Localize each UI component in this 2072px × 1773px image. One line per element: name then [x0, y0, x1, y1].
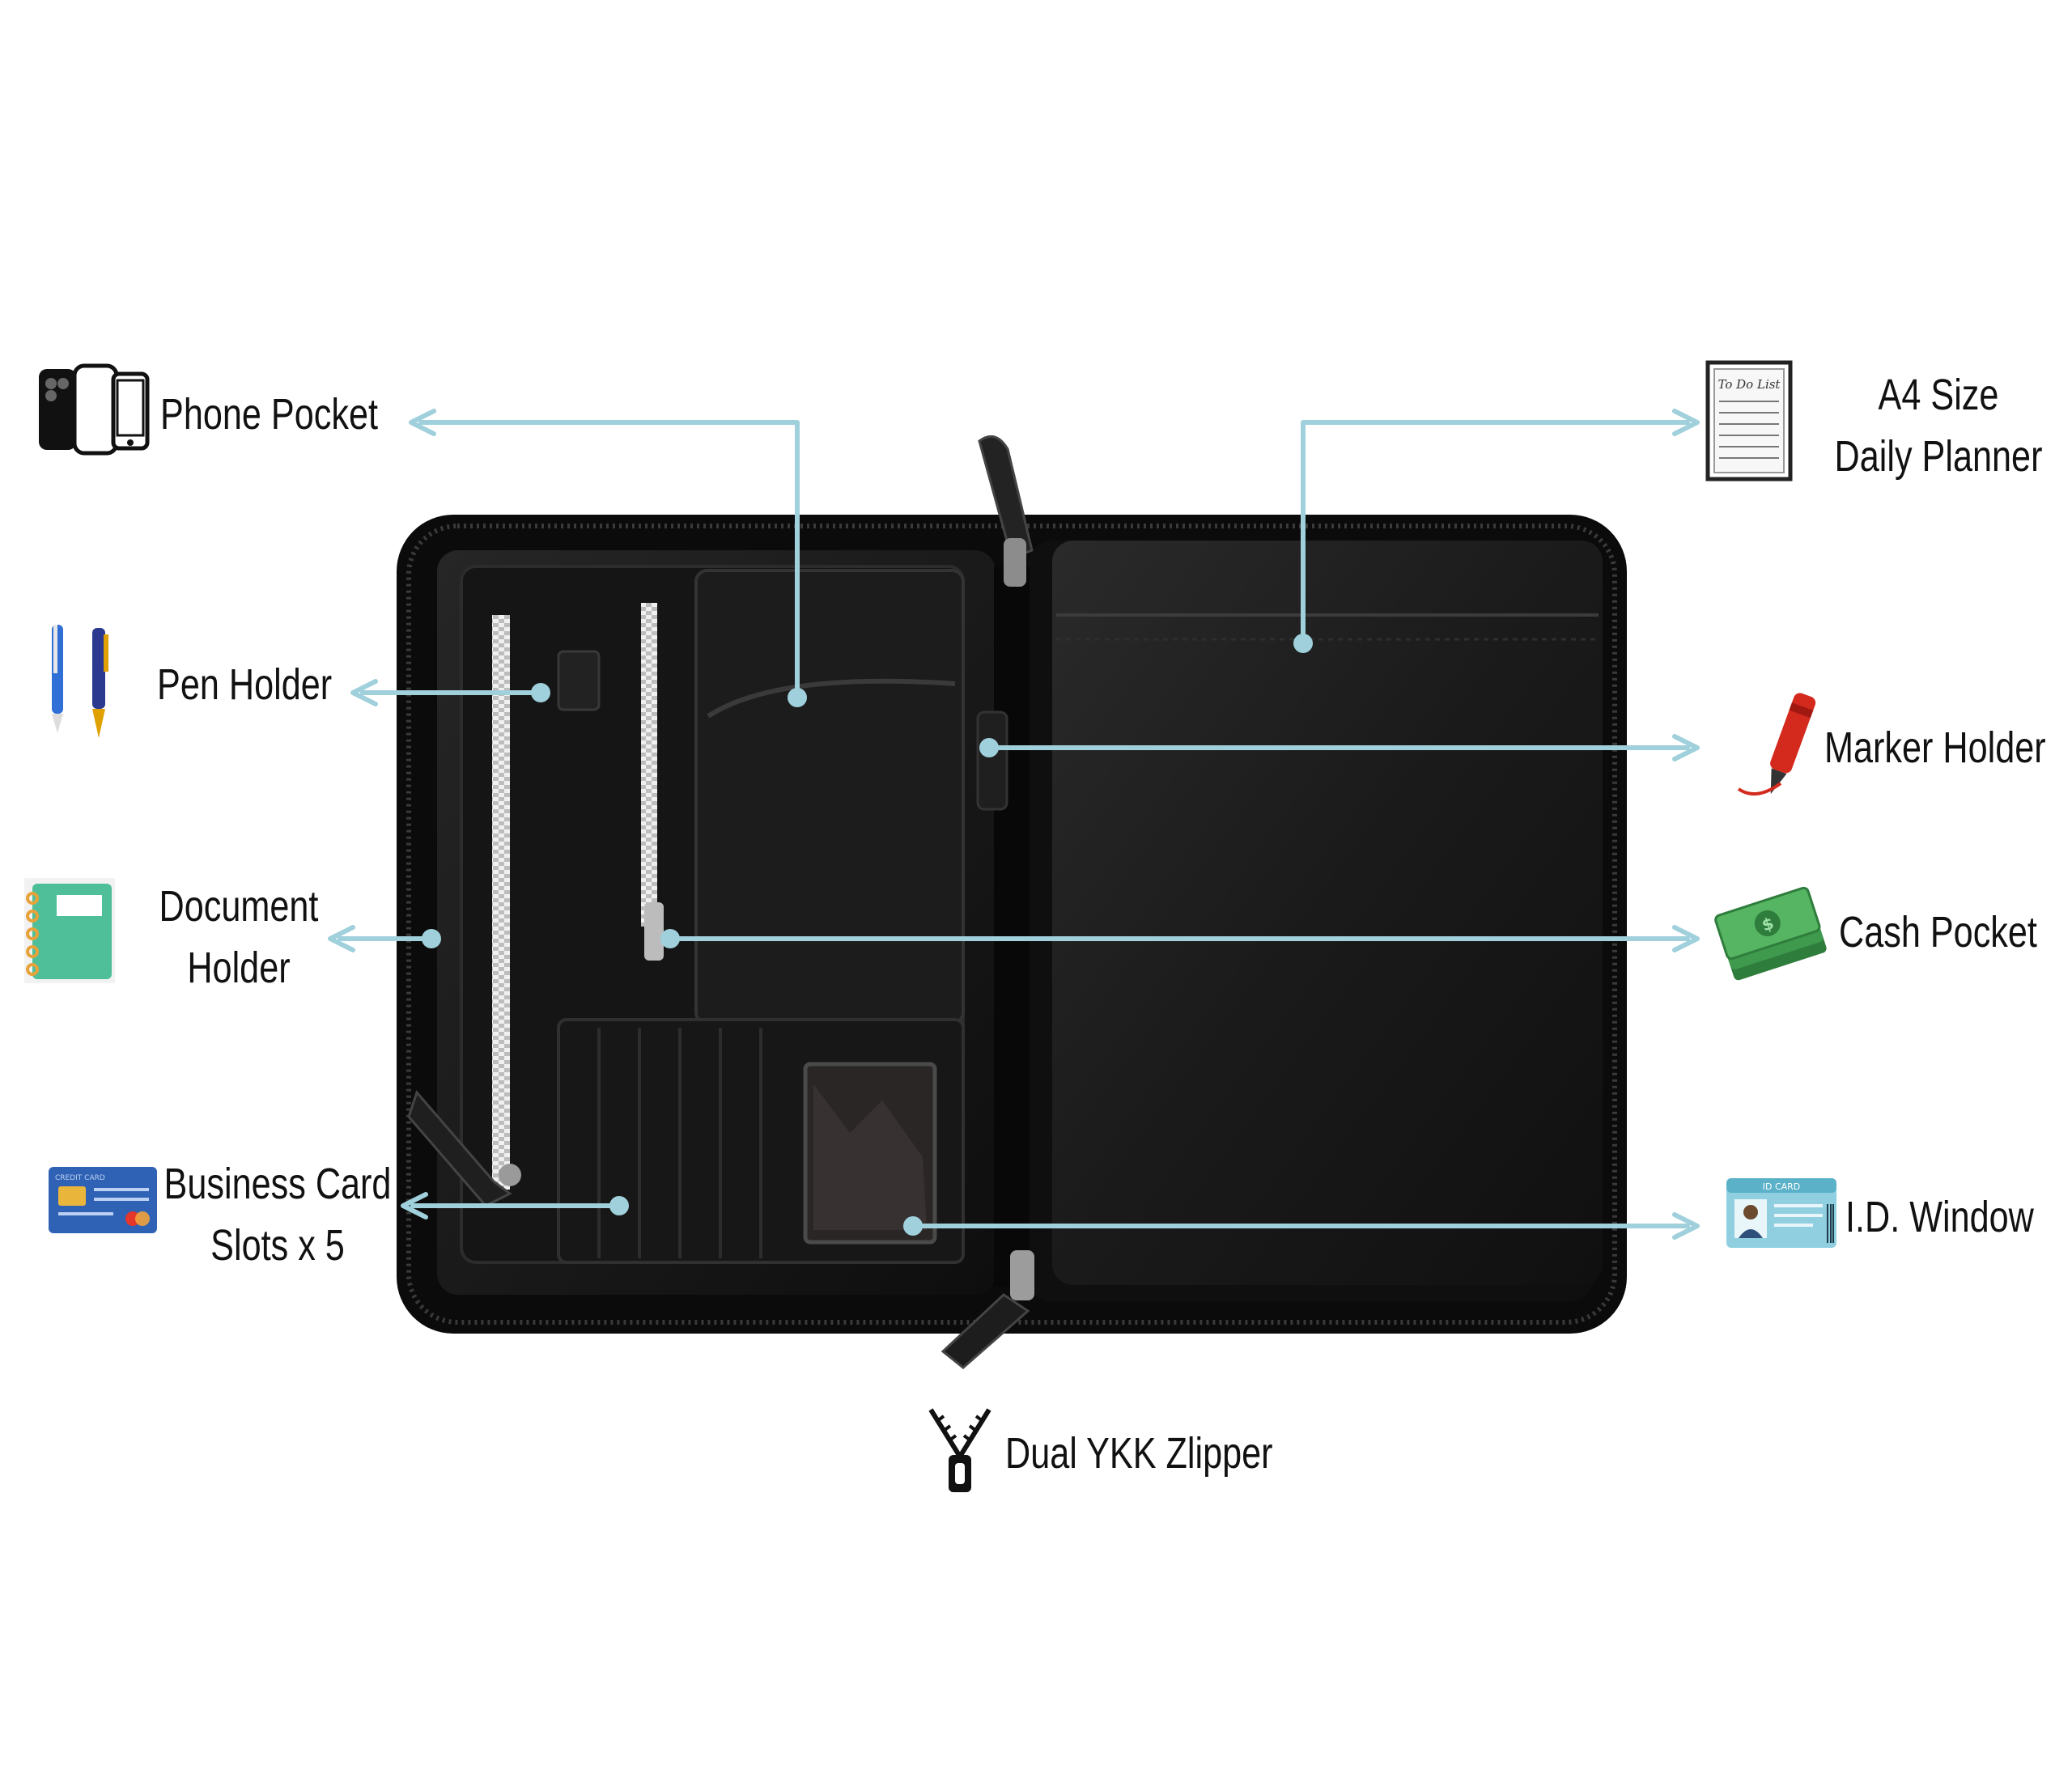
anchor-dots: [422, 634, 1313, 1236]
top-zipper-pull: [978, 435, 1034, 561]
phones-icon: [39, 363, 150, 456]
id-card-text: ID CARD: [1763, 1181, 1801, 1192]
document-holder-line2: Holder: [187, 944, 291, 992]
a4-planner-line1: A4 Size: [1878, 371, 1999, 419]
todo-list-text: To Do List: [1718, 377, 1781, 392]
card-slot-lines: [597, 1028, 762, 1258]
credit-card-icon: CREDIT CARD: [49, 1167, 157, 1233]
marker-loop: [976, 710, 1008, 811]
business-card-line1: Business Card: [163, 1160, 392, 1208]
notebook-icon: [24, 878, 115, 983]
phone-pocket-label: Phone Pocket: [160, 390, 378, 439]
pen-loop: [557, 650, 601, 711]
cash-stack-icon: $: [1714, 886, 1827, 981]
pen-holder-label: Pen Holder: [157, 660, 333, 709]
document-holder-label: Document Holder: [138, 876, 339, 999]
document-holder-line1: Document: [159, 882, 319, 931]
a4-planner-label: A4 Size Daily Planner: [1812, 364, 2065, 487]
leather-organizer: [397, 435, 1627, 1369]
cash-pocket-label: Cash Pocket: [1839, 908, 2037, 956]
id-card-icon: ID CARD: [1726, 1178, 1836, 1248]
todo-clipboard-icon: To Do List: [1705, 360, 1793, 481]
marker-holder-label: Marker Holder: [1824, 723, 2046, 772]
right-panel: [1052, 541, 1603, 1285]
document-zipper: [492, 615, 510, 1190]
top-zipper-slider: [1004, 538, 1026, 587]
zipper-label: Dual YKK Zlipper: [1005, 1429, 1273, 1478]
cash-pocket-zipper: [641, 603, 657, 927]
a4-planner-line2: Daily Planner: [1834, 432, 2043, 481]
bottom-zipper-slider: [1010, 1250, 1034, 1300]
spine: [994, 566, 1030, 1287]
id-window-label: I.D. Window: [1845, 1193, 2034, 1241]
cash-zipper-slider: [644, 902, 664, 961]
bottom-zipper-pull: [940, 1293, 1030, 1369]
arrow-heads: [328, 409, 1700, 1240]
credit-card-text: CREDIT CARD: [55, 1174, 105, 1182]
red-marker-icon: [1737, 693, 1816, 796]
id-window-reflection: [813, 1084, 927, 1230]
leader-lines: [338, 420, 1690, 1228]
leader-phone-pocket: [418, 420, 800, 700]
business-card-label: Business Card Slots x 5: [158, 1153, 397, 1276]
phone-pocket: [694, 569, 965, 1025]
outer-zipper-track: [406, 524, 1617, 1325]
phone-pocket-flap: [707, 678, 956, 719]
business-card-line2: Slots x 5: [210, 1221, 345, 1270]
pens-icon: [52, 625, 108, 738]
leader-a4-planner: [1301, 420, 1690, 646]
document-zipper-pull: [407, 1090, 512, 1207]
document-zipper-slider: [499, 1164, 521, 1186]
zipper-icon: [928, 1408, 991, 1492]
